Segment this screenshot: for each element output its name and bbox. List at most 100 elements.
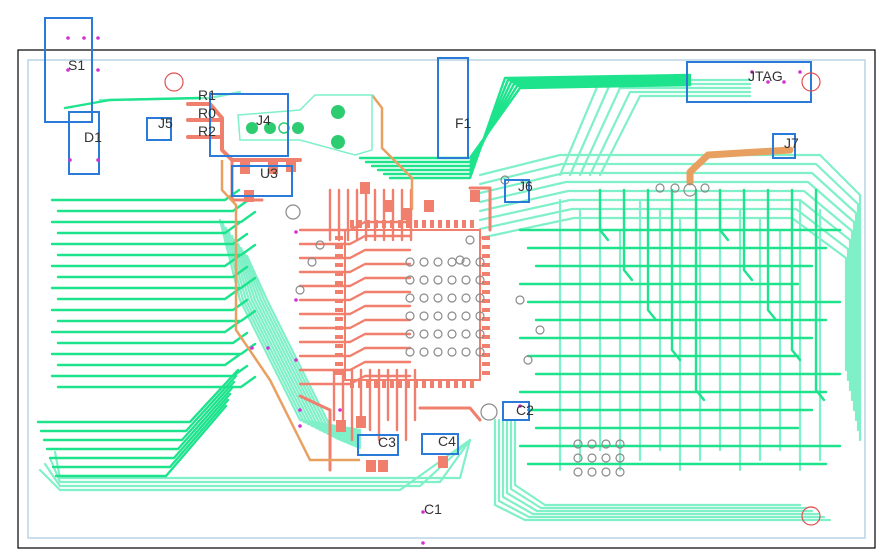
mcu-pad [382,220,386,228]
trace [298,360,412,372]
pin-dot [294,298,298,302]
trace [505,418,814,513]
mcu-pad [438,380,442,388]
via [433,293,443,303]
ref-d1: D1 [84,129,102,145]
ref-c2: C2 [516,402,534,418]
mcu-pad [482,299,490,303]
mcu-pad [366,380,370,388]
trace [50,320,241,334]
pin-dot [421,541,425,545]
trace [56,353,241,367]
via [455,255,465,265]
trace [56,309,257,323]
smd-pad [470,190,480,202]
trace [298,318,412,330]
mcu-pad [335,344,343,348]
trace [388,73,692,180]
via [615,467,625,477]
trace [622,188,634,282]
via [419,311,429,321]
via [405,311,415,321]
via [419,257,429,267]
mcu-pad [482,281,490,285]
trace [298,394,332,472]
trace [56,287,241,301]
smd-pad [378,460,388,472]
pin-dot [96,36,100,40]
via [315,240,325,250]
mcu-pad [482,290,490,294]
trace [598,94,752,177]
trace [814,188,826,402]
j4-pad [264,122,276,134]
via [447,311,457,321]
mcu-pad [482,335,490,339]
pin-dot [294,358,298,362]
trace [418,406,482,422]
ref-c3: C3 [378,434,396,450]
mcu-pad [406,380,410,388]
via [573,467,583,477]
via [447,257,457,267]
via [587,439,597,449]
mcu-pad [335,299,343,303]
trace [50,298,249,312]
trace [298,290,412,302]
trace [50,276,257,290]
via [419,347,429,357]
ref-r1: R1 [198,87,216,103]
trace [468,186,492,232]
smd-pad [366,460,376,472]
power-trace-j7 [686,146,794,186]
trace [233,238,362,442]
mcu-pad [482,236,490,240]
power-trace-left [220,160,360,462]
j4-pad [331,135,345,149]
pin-dot [96,68,100,72]
board-outline [17,49,876,549]
via [447,329,457,339]
mcu-pad [422,220,426,228]
via [587,467,597,477]
trace [186,102,302,162]
via [405,347,415,357]
mcu-pad [398,380,402,388]
mcu-pad [482,353,490,357]
mcu-pad [462,380,466,388]
ref-f1: F1 [455,115,472,131]
trace [478,171,858,422]
power-trace-f1 [371,94,414,210]
ref-c1: C1 [424,501,442,517]
trace [493,418,832,522]
ref-j4: J4 [256,112,271,128]
via [461,293,471,303]
mcu-pad [454,220,458,228]
j4-footprint [237,94,373,156]
smd-pad [268,162,278,174]
ref-j6: J6 [518,178,533,194]
mcu-pad [335,245,343,249]
mcu-pad [446,220,450,228]
jtag-pin-ring [670,183,680,193]
via [405,257,415,267]
pin-dot [68,158,72,162]
j7-box [772,133,796,159]
pin-dot [66,36,70,40]
mcu-pad [406,220,410,228]
j4-pad [246,122,258,134]
via [405,293,415,303]
mcu-pad [366,220,370,228]
via [447,275,457,285]
mcu-pad [414,220,418,228]
via [419,275,429,285]
mcu-pad [358,220,362,228]
fiducial [285,204,301,220]
pin-markers [66,36,802,545]
via [615,439,625,449]
c2-box [502,401,530,421]
mcu-pad [335,272,343,276]
ref-j5: J5 [158,115,173,131]
pin-dot [66,68,70,72]
trace [56,265,249,279]
